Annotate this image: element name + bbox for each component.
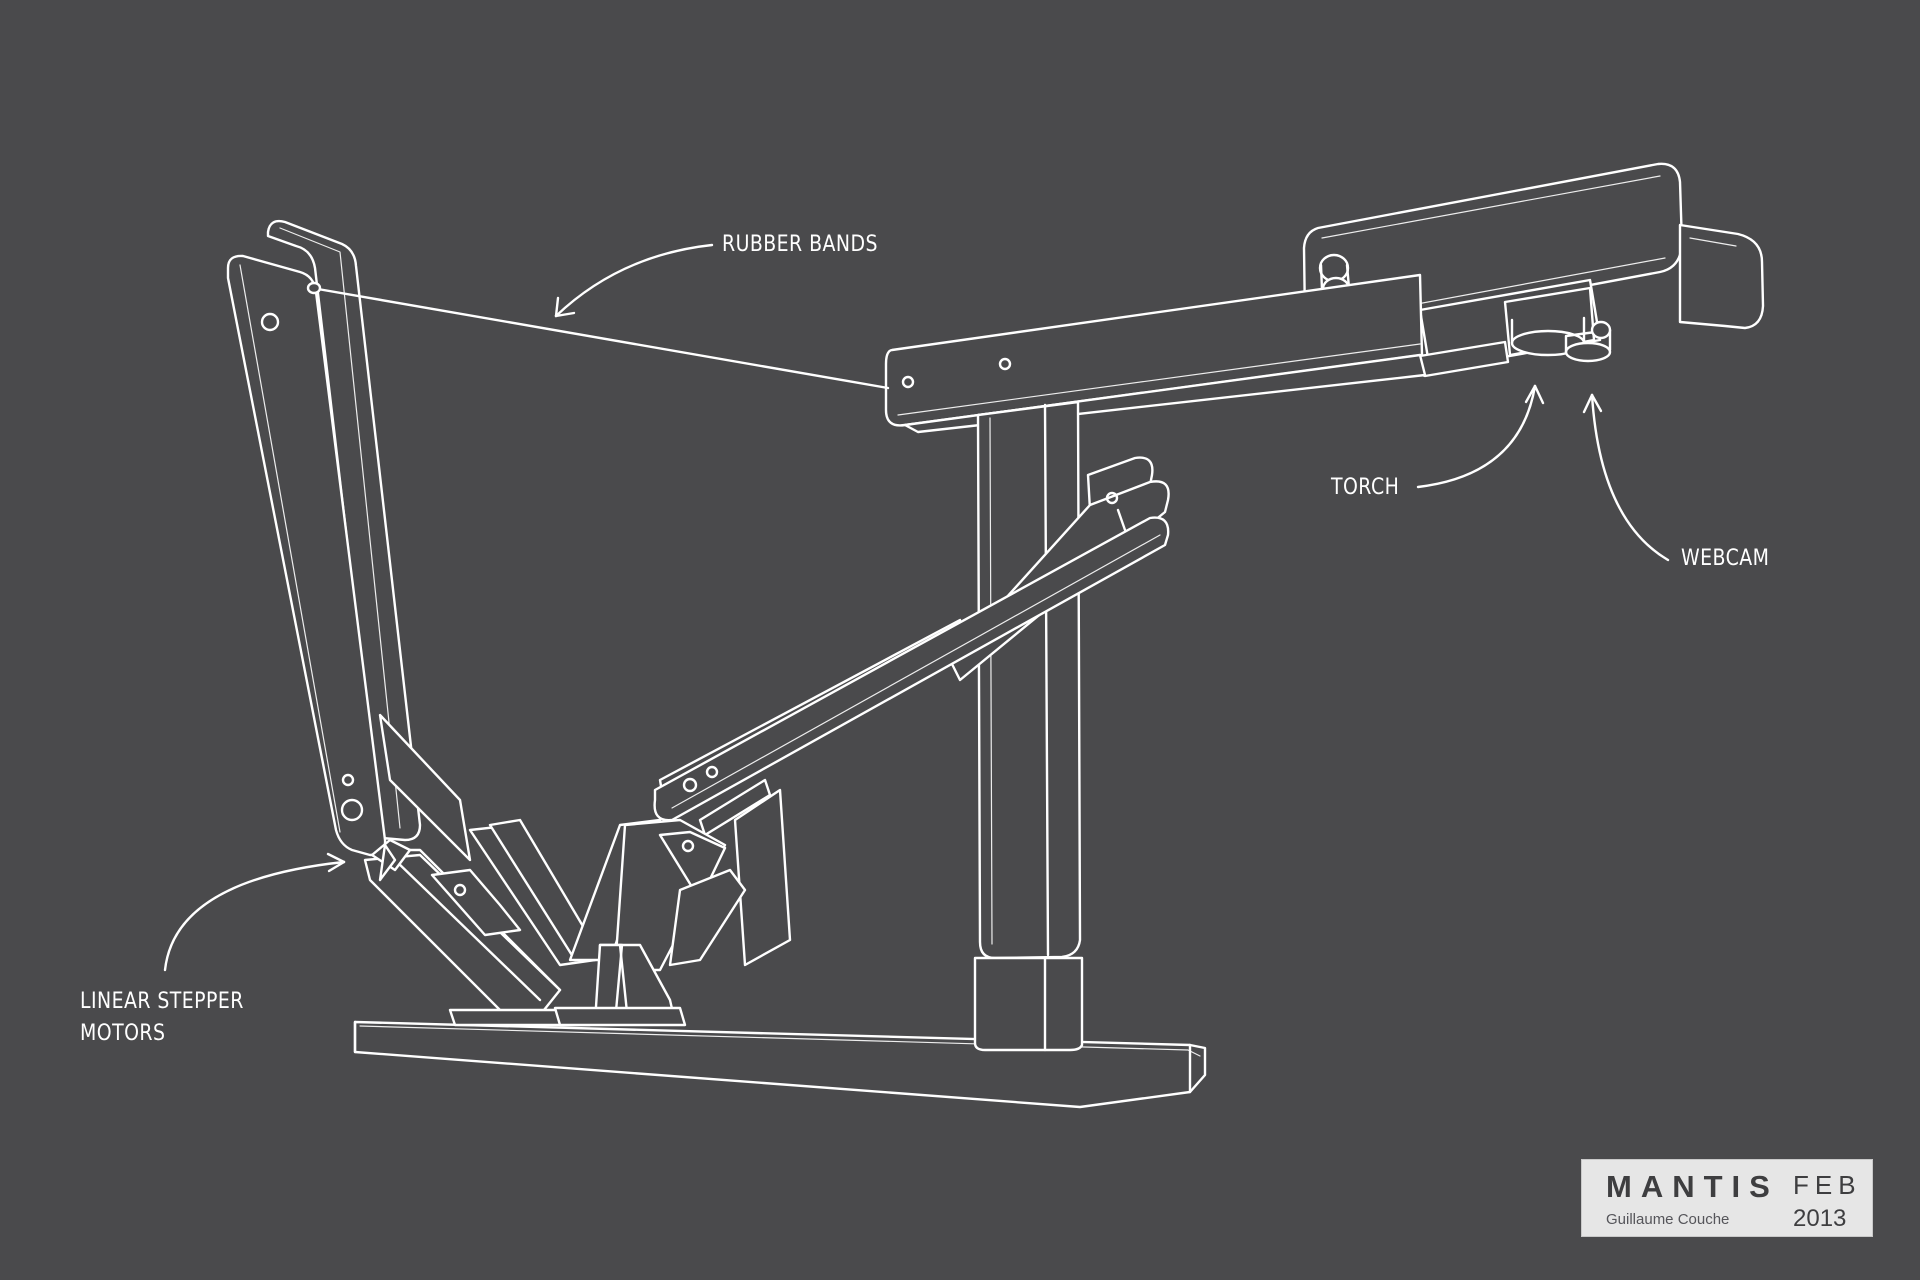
label-webcam: WEBCAM <box>1681 546 1770 571</box>
arrow-rubber-bands <box>554 243 714 318</box>
date-month: FEB <box>1793 1170 1862 1200</box>
arrow-torch <box>1416 384 1545 489</box>
main-horizontal-arm <box>884 273 1427 434</box>
diagonal-arm-front <box>653 516 1170 822</box>
label-torch: TORCH <box>1331 475 1400 500</box>
left-arm-front-plate <box>226 254 387 857</box>
stepper-motor-left <box>363 713 602 1022</box>
left-arm-rear-plate <box>266 219 422 842</box>
project-name: MANTIS <box>1606 1169 1779 1204</box>
camera-arm-rear-bar <box>1678 223 1765 330</box>
stepper-motor-pivot-left <box>370 838 412 882</box>
label-rubber-bands: RUBBER BANDS <box>722 232 878 257</box>
arrow-linear-stepper-motors <box>163 852 346 972</box>
column-foot <box>973 956 1084 1052</box>
label-linear-stepper-line1: LINEAR STEPPER <box>80 989 244 1014</box>
arrow-webcam <box>1582 393 1670 562</box>
rubber-band-line <box>306 281 890 390</box>
stepper-motor-right <box>568 818 747 972</box>
label-linear-stepper-line2: MOTORS <box>80 1021 166 1046</box>
date-year: 2013 <box>1793 1205 1847 1232</box>
center-support-bracket <box>448 943 687 1027</box>
author-name: Guillaume Couche <box>1606 1211 1730 1228</box>
vertical-column <box>976 400 1082 960</box>
webcam-torch-housing <box>1414 278 1612 378</box>
title-block: MANTIS Guillaume Couche FEB 2013 <box>1581 1159 1873 1237</box>
diagonal-arm-struts <box>698 778 792 967</box>
